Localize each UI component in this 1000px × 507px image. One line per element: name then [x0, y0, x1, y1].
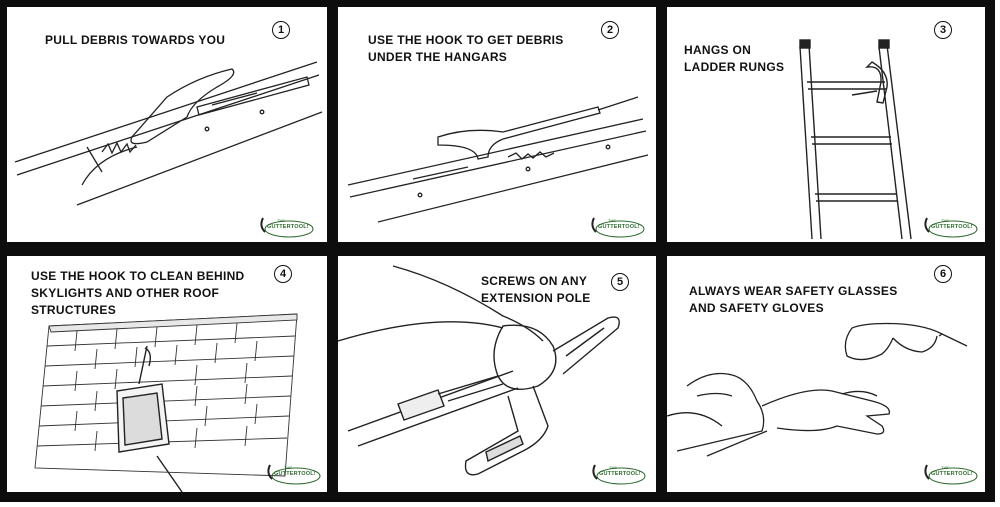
step-number-badge: 4 [274, 265, 292, 283]
panel-caption: SCREWS ON ANY EXTENSION POLE [481, 274, 591, 305]
guttertool-logo: THE GUTTERTOOL! [587, 459, 647, 489]
step-number-badge: 3 [934, 21, 952, 39]
logo-the-text: THE [941, 465, 949, 470]
logo-brand-text: GUTTERTOOL! [598, 224, 640, 230]
panel-caption: HANGS ON LADDER RUNGS [684, 43, 785, 74]
step-number-badge: 5 [611, 273, 629, 291]
gutter-pull-illustration [14, 61, 323, 206]
logo-the-text: THE [277, 218, 285, 223]
panel-caption: ALWAYS WEAR SAFETY GLASSES AND SAFETY GL… [689, 284, 898, 315]
panel-caption: PULL DEBRIS TOWARDS YOU [45, 33, 226, 47]
ladder-rungs-illustration [799, 39, 912, 240]
guttertool-logo: THE GUTTERTOOL! [586, 212, 646, 242]
guttertool-logo: THE GUTTERTOOL! [919, 459, 979, 489]
logo-the-text: THE [608, 218, 616, 223]
extension-pole-illustration [338, 265, 620, 476]
guttertool-logo: THE GUTTERTOOL! [255, 212, 315, 242]
panel-2: USE THE HOOK TO GET DEBRIS UNDER THE HAN… [338, 7, 656, 242]
panel-5: SCREWS ON ANY EXTENSION POLE 5 THE GUTTE… [338, 256, 656, 492]
guttertool-logo: THE GUTTERTOOL! [919, 212, 979, 242]
guttertool-logo: THE GUTTERTOOL! [262, 459, 322, 489]
safety-gear-illustration [667, 322, 968, 457]
logo-the-text: THE [941, 218, 949, 223]
step-number-badge: 1 [272, 21, 290, 39]
logo-brand-text: GUTTERTOOL! [274, 471, 316, 477]
logo-brand-text: GUTTERTOOL! [599, 471, 641, 477]
logo-the-text: THE [609, 465, 617, 470]
step-number-badge: 2 [601, 21, 619, 39]
logo-brand-text: GUTTERTOOL! [931, 471, 973, 477]
step-number-badge: 6 [934, 265, 952, 283]
panel-caption: USE THE HOOK TO GET DEBRIS UNDER THE HAN… [368, 33, 564, 64]
panel-1: PULL DEBRIS TOWARDS YOU 1 THE GUTTERTOOL… [7, 7, 327, 242]
panel-3: HANGS ON LADDER RUNGS 3 THE GUTTERTOOL! [667, 7, 985, 242]
skylight-roof-illustration [34, 313, 298, 492]
logo-brand-text: GUTTERTOOL! [267, 224, 309, 230]
logo-brand-text: GUTTERTOOL! [931, 224, 973, 230]
logo-the-text: THE [284, 465, 292, 470]
panel-4: USE THE HOOK TO CLEAN BEHIND SKYLIGHTS A… [7, 256, 327, 492]
panel-caption: USE THE HOOK TO CLEAN BEHIND SKYLIGHTS A… [31, 269, 245, 317]
panel-6: ALWAYS WEAR SAFETY GLASSES AND SAFETY GL… [667, 256, 985, 492]
hook-hangars-illustration [347, 96, 649, 223]
